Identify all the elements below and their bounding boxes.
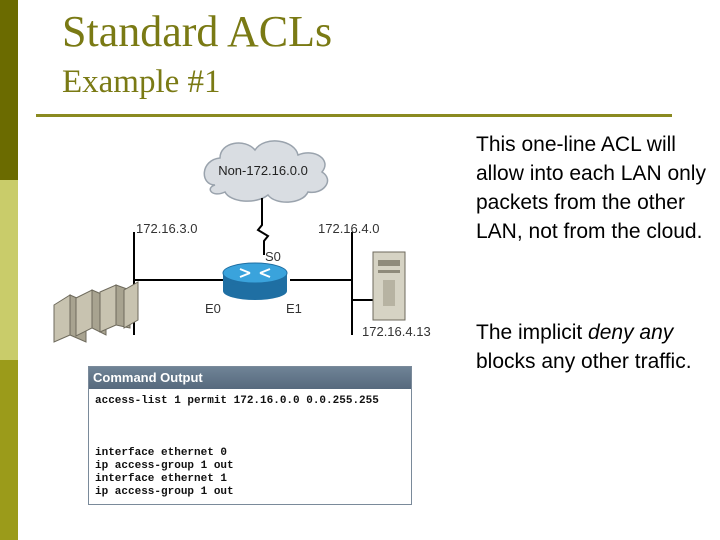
sidebar-band-middle <box>0 180 18 360</box>
workstation-icons <box>53 281 139 343</box>
slide-title: Standard ACLs <box>62 7 333 56</box>
title-divider <box>36 114 672 117</box>
command-output-panel: Command Output access-list 1 permit 172.… <box>88 366 412 505</box>
sidebar-band-top <box>0 0 18 180</box>
command-line: interface ethernet 0 <box>95 447 228 459</box>
bullet-2: The implicit deny any blocks any other t… <box>476 318 706 376</box>
bullet-2-emphasis: deny any <box>588 321 674 344</box>
command-output-header: Command Output <box>89 367 411 389</box>
cloud-label: Non-172.16.0.0 <box>218 163 308 178</box>
left-interface-label: E0 <box>205 301 221 316</box>
network-diagram: Non-172.16.0.0 172.16.3.0 172.16.4.0 S0 … <box>53 140 431 343</box>
command-line: interface ethernet 1 <box>95 473 228 485</box>
command-line: ip access-group 1 out <box>95 460 234 472</box>
right-network-label: 172.16.4.0 <box>318 221 379 236</box>
bullet-1: This one-line ACL will allow into each L… <box>476 133 706 243</box>
slide-subtitle: Example #1 <box>62 64 221 100</box>
bullet-2-post: blocks any other traffic. <box>476 350 692 373</box>
server-icon <box>372 251 406 321</box>
router-icon <box>222 262 288 300</box>
command-line: ip access-group 1 out <box>95 486 234 498</box>
right-interface-label: E1 <box>286 301 302 316</box>
host-address-label: 172.16.4.13 <box>362 324 431 339</box>
serial-link <box>256 198 270 255</box>
serial-interface-label: S0 <box>265 249 281 264</box>
command-line: access-list 1 permit 172.16.0.0 0.0.255.… <box>95 395 379 407</box>
sidebar-band-bottom <box>0 360 18 540</box>
left-network-label: 172.16.3.0 <box>136 221 197 236</box>
bullet-2-pre: The implicit <box>476 321 589 344</box>
cloud-icon: Non-172.16.0.0 <box>203 140 329 203</box>
